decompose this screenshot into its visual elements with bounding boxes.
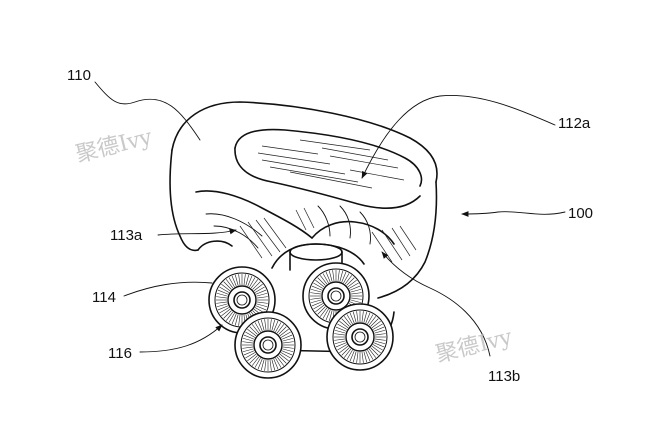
leader-lines: [94, 81, 566, 357]
watermark-top-left: 聚德Ivy: [73, 125, 155, 168]
label-114: 114: [92, 289, 116, 306]
label-112a: 112a: [558, 115, 591, 132]
label-110: 110: [67, 67, 91, 84]
underside-hatching: [239, 207, 417, 263]
label-100: 100: [568, 205, 593, 222]
label-113b: 113b: [488, 368, 520, 385]
label-116: 116: [108, 345, 132, 362]
cutter-head-bottom-right: [326, 303, 394, 371]
label-113a: 113a: [110, 227, 143, 244]
cutter-head-cluster: [208, 262, 395, 379]
housing-body: [169, 101, 438, 299]
top-surface-hatching: [257, 139, 405, 189]
cutter-head-bottom-left: [234, 311, 302, 379]
reference-labels: 110 112a 100 113a 114 116 113b: [67, 67, 593, 385]
watermark-bottom-right: 聚德Ivy: [433, 325, 515, 368]
